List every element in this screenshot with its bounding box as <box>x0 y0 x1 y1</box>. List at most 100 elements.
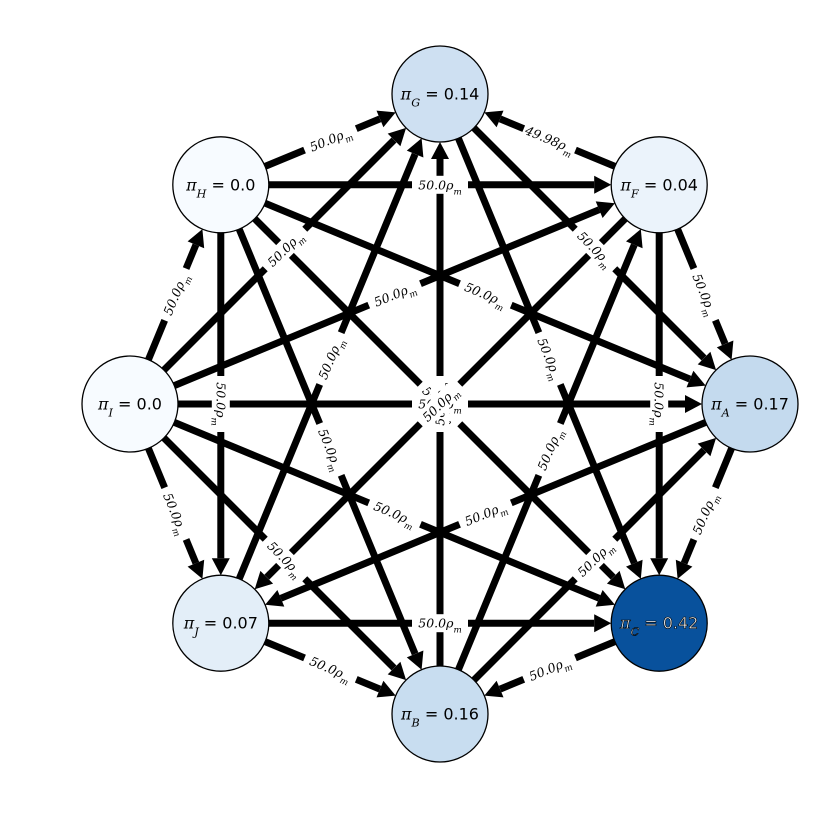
state-circle <box>172 136 270 234</box>
edge-label-background <box>568 222 622 276</box>
edge-label-H-A: 50.0ρm <box>456 275 515 314</box>
arrowhead-icon <box>187 229 205 249</box>
edge-labels-layer: 50.0ρm 49.98ρm 50.0ρm 50.0ρm 50.0ρm 50.0ρm 50.… <box>156 120 724 688</box>
arrowhead-icon <box>685 395 702 413</box>
state-node-G: πG = 0.14 <box>391 45 489 143</box>
edge-label-background <box>530 420 569 479</box>
arrowhead-icon <box>595 201 615 218</box>
edge-label-I-C: 50.0ρm <box>365 494 424 533</box>
arrowhead-icon <box>431 142 449 159</box>
arrowhead-icon <box>606 570 626 590</box>
edge-label-background <box>156 484 195 543</box>
edge-rate-label: 50.0ρm <box>418 177 462 197</box>
edge-rate-label: 50.0ρm <box>418 616 462 636</box>
edge-label-background <box>412 175 468 194</box>
state-probability-label: πB = 0.16 <box>400 705 479 730</box>
arrowhead-icon <box>187 559 205 579</box>
state-node-H: πH = 0.0 <box>172 136 270 234</box>
edge-label-background <box>311 329 350 388</box>
state-circle <box>391 665 489 763</box>
edge-label-background <box>365 275 424 314</box>
edge-rate-label: 50.0ρm <box>208 382 228 426</box>
edge-label-background <box>413 377 467 431</box>
arrowhead-icon <box>265 590 285 607</box>
edge-label-background <box>156 265 195 324</box>
arrowhead-icon <box>697 351 717 371</box>
state-probability-label: πJ = 0.07 <box>183 614 258 639</box>
arrowhead-icon <box>387 127 407 147</box>
arrowhead-icon <box>376 680 396 698</box>
arrowhead-icon <box>594 175 612 194</box>
arrowhead-icon <box>387 661 407 681</box>
edge-label-I-H: 50.0ρm <box>156 265 195 324</box>
arrowhead-icon <box>211 558 230 576</box>
arrowhead-icon <box>595 590 615 607</box>
edge-label-H-G: 50.0ρm <box>301 120 360 159</box>
arrowhead-icon <box>626 559 643 579</box>
arrowhead-icon <box>484 110 504 128</box>
edge-label-J-B: 50.0ρm <box>301 649 360 688</box>
edge-label-B-F: 50.0ρm <box>530 420 569 479</box>
edge-label-F-G: 49.98ρm <box>520 120 579 161</box>
arrowhead-icon <box>406 650 424 670</box>
edge-label-background <box>412 614 468 633</box>
edge-label-background <box>685 484 724 543</box>
state-circle <box>610 574 708 672</box>
edge-label-background <box>456 275 515 314</box>
arrowhead-icon <box>626 229 643 249</box>
arrowhead-icon <box>376 110 396 128</box>
edge-label-F-C: 50.0ρm <box>647 376 669 432</box>
edge-rate-label: 50.0ρm <box>647 382 667 426</box>
edge-label-I-G: 50.0ρm <box>258 222 312 276</box>
edge-label-J-G: 50.0ρm <box>311 329 350 388</box>
edge-label-I-F: 50.0ρm <box>365 275 424 314</box>
state-node-I: πI = 0.0 <box>81 355 179 453</box>
state-probability-label: πF = 0.04 <box>619 175 697 200</box>
state-circle <box>701 355 799 453</box>
arrowhead-icon <box>650 558 669 576</box>
edge-label-J-C: 50.0ρm <box>412 614 468 636</box>
state-probability-label: πH = 0.0 <box>185 175 255 200</box>
edge-label-background <box>365 494 424 533</box>
edge-label-A-J: 50.0ρm <box>456 494 515 533</box>
arrowhead-icon <box>254 570 274 590</box>
state-probability-label: πG = 0.14 <box>400 85 480 110</box>
edge-label-I-J: 50.0ρm <box>156 484 195 543</box>
edge-label-background <box>520 120 579 159</box>
edge-label-background <box>301 120 360 159</box>
edge-label-C-B: 50.0ρm <box>520 649 579 688</box>
edge-label-background <box>211 376 230 432</box>
edge-label-background <box>301 649 360 688</box>
state-probability-label: πC = 0.42 <box>619 614 698 639</box>
edge-label-background <box>568 532 622 586</box>
arrowhead-icon <box>686 370 706 388</box>
state-circle <box>391 45 489 143</box>
edge-label-background <box>520 649 579 688</box>
arrowhead-icon <box>675 559 693 579</box>
edge-label-background <box>456 494 515 533</box>
edge-label-background <box>258 222 312 276</box>
state-probability-label: πI = 0.0 <box>97 395 162 420</box>
edge-label-H-F: 50.0ρm <box>412 175 468 197</box>
state-probability-label: πA = 0.17 <box>710 395 789 420</box>
edge-label-A-C: 50.0ρm <box>685 484 724 543</box>
state-node-J: πJ = 0.07 <box>172 574 270 672</box>
edge-label-background <box>685 265 724 324</box>
edge-label-background <box>650 376 669 432</box>
edge-label-G-C: 50.0ρm <box>530 329 569 388</box>
edge-label-F-A: 50.0ρm <box>685 265 724 324</box>
state-circle <box>81 355 179 453</box>
state-node-B: πB = 0.16 <box>391 665 489 763</box>
nodes-layer: πG = 0.14 πF = 0.04 πA = 0.17 πC = 0.42 πB =… <box>81 45 799 763</box>
state-circle <box>610 136 708 234</box>
arrowhead-icon <box>594 614 612 633</box>
edge-label-background <box>530 329 569 388</box>
arrowhead-icon <box>697 437 717 457</box>
arrowhead-icon <box>716 340 734 360</box>
edge-label-background <box>311 420 350 479</box>
state-circle <box>172 574 270 672</box>
arrowhead-icon <box>484 680 504 698</box>
edge-label-background <box>258 532 312 586</box>
